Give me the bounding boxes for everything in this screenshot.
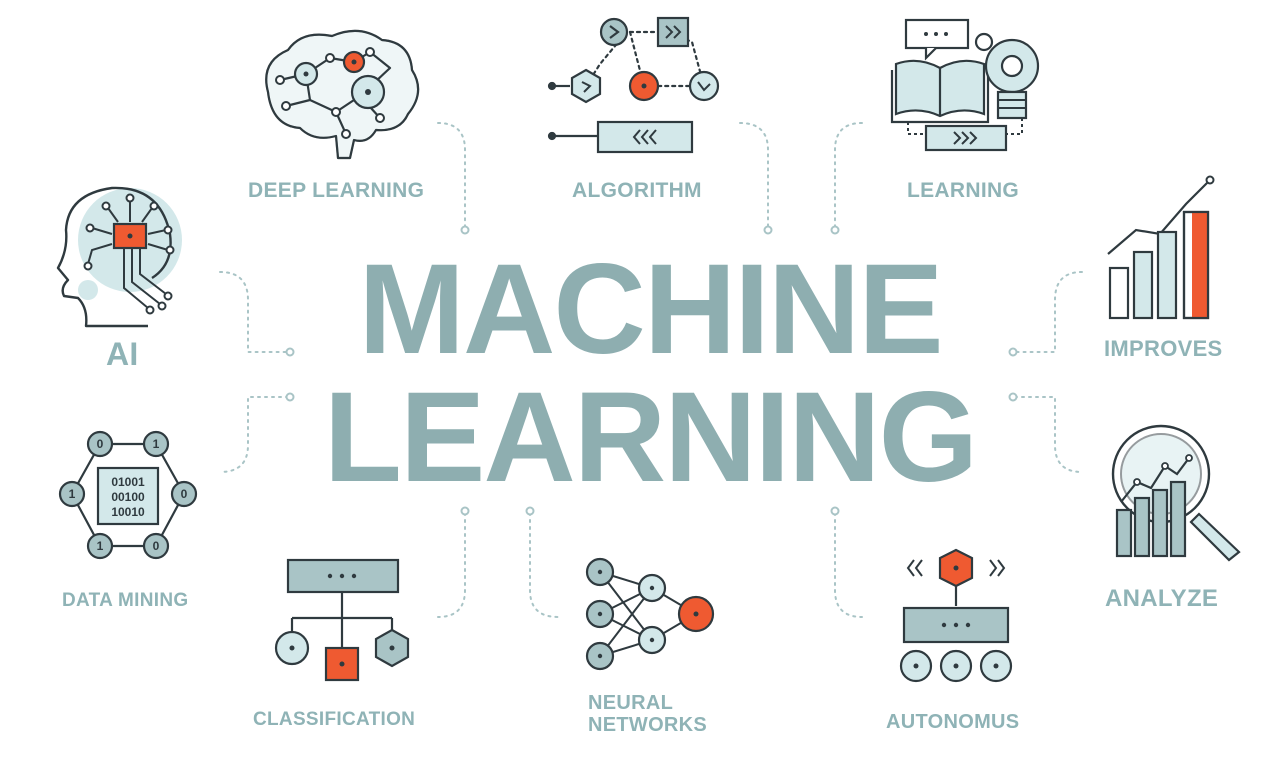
- binary-node: 1: [69, 487, 76, 501]
- label-ai: AI: [106, 336, 139, 372]
- binary-node: 1: [153, 437, 160, 451]
- title-line-learning: LEARNING: [323, 366, 978, 509]
- title-line-machine: MACHINE: [358, 238, 943, 381]
- label-deep-learning: DEEP LEARNING: [248, 179, 425, 202]
- binary-node: 0: [181, 487, 188, 501]
- label-algorithm: ALGORITHM: [572, 179, 702, 202]
- label-improves: IMPROVES: [1104, 336, 1223, 361]
- label-networks: NETWORKS: [588, 714, 708, 736]
- binary-line-2: 00100: [111, 490, 145, 504]
- neural-network-icon: [585, 557, 715, 671]
- robot-head-icon: [56, 186, 182, 328]
- book-lightbulb-icon: [890, 18, 1040, 152]
- label-neural: NEURAL: [588, 692, 674, 714]
- label-data-mining: DATA MINING: [62, 590, 189, 611]
- brain-network-icon: [265, 29, 420, 160]
- label-learning: LEARNING: [907, 179, 1020, 202]
- binary-node: 1: [97, 539, 104, 553]
- autonomous-robot-icon: [899, 548, 1013, 683]
- algorithm-flow-icon: [547, 16, 720, 154]
- binary-line-3: 10010: [111, 505, 145, 519]
- binary-node: 0: [97, 437, 104, 451]
- bar-chart-growth-icon: [1107, 175, 1215, 320]
- binary-hexagon-icon: 01001 00100 10010 0 1 1 0 1 0: [58, 430, 198, 560]
- binary-node: 0: [153, 539, 160, 553]
- label-analyze: ANALYZE: [1105, 585, 1219, 612]
- magnifier-chart-icon: [1111, 424, 1241, 562]
- label-autonomus: AUTONOMUS: [886, 711, 1020, 733]
- label-classification: CLASSIFICATION: [253, 709, 416, 730]
- tree-classification-icon: [274, 558, 410, 682]
- binary-line-1: 01001: [111, 475, 145, 489]
